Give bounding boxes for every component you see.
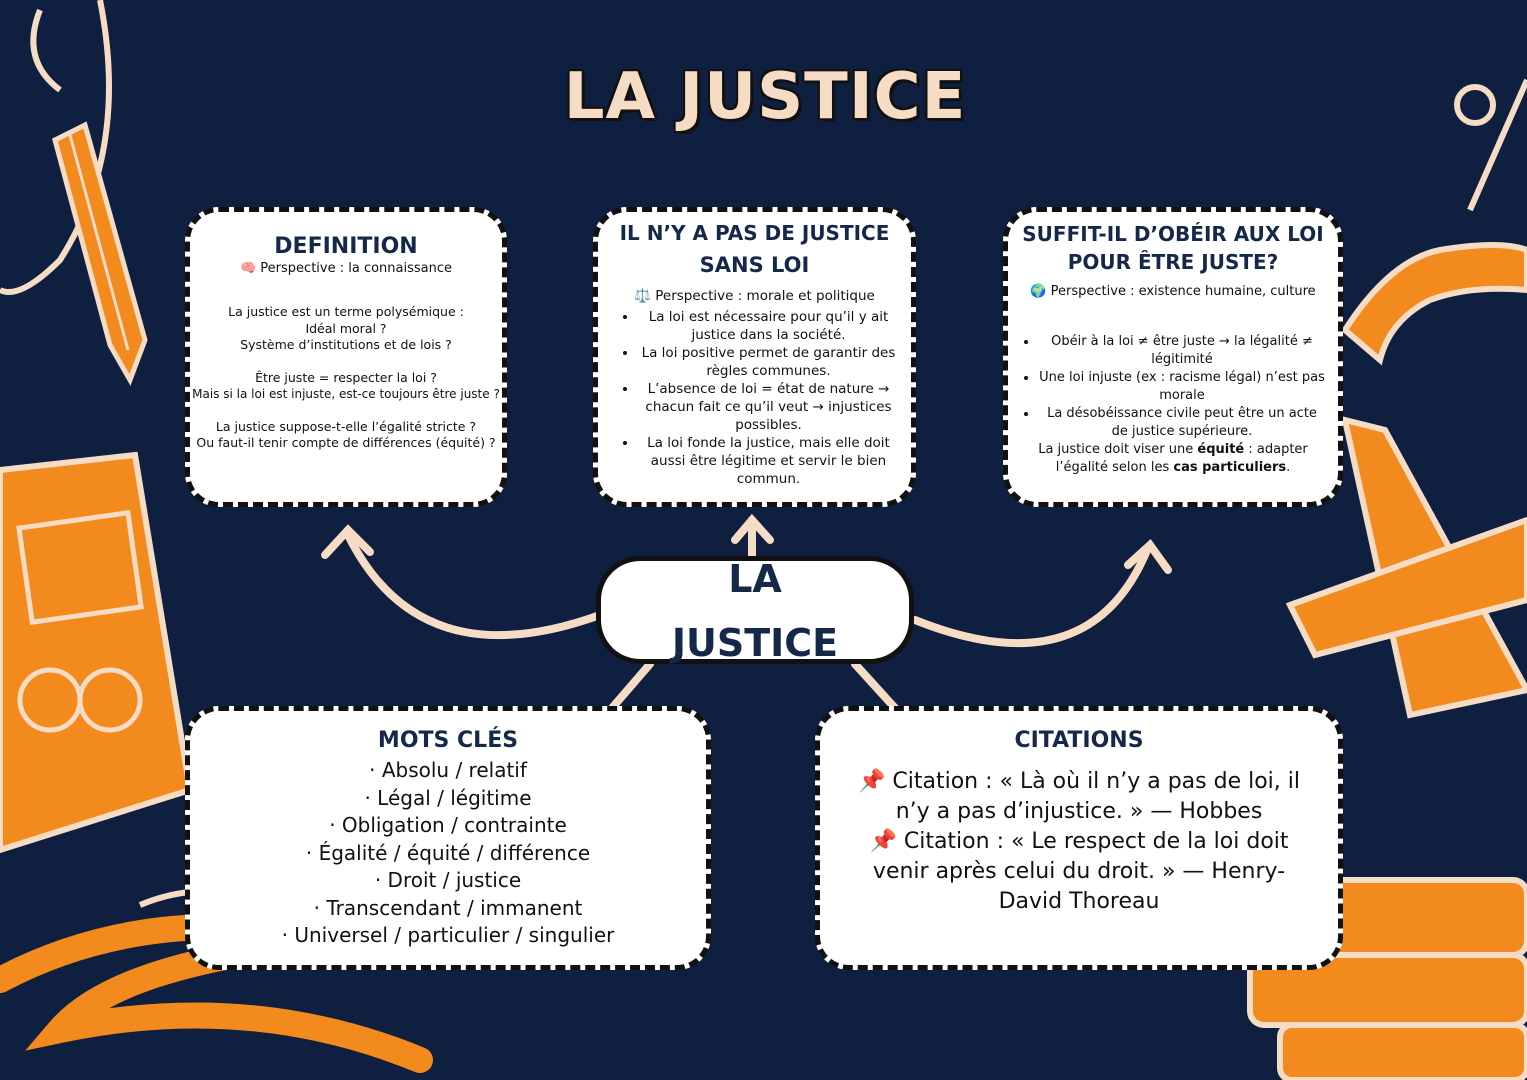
definition-card: DEFINITION 🧠 Perspective : la connaissan… [185,207,507,507]
arrow-to-definition [344,531,604,639]
keyword-item: · Droit / justice [374,868,522,892]
no-justice-perspective: ⚖️ Perspective : morale et politique [634,288,875,304]
arrow-to-obey [911,544,1152,648]
scribble-decor [0,913,433,1073]
central-node: LA JUSTICE [596,556,914,665]
list-item: La loi positive permet de garantir des r… [638,344,899,380]
keyword-item: · Égalité / équité / différence [305,840,591,865]
no-justice-card: IL N’Y A PAS DE JUSTICE SANS LOI ⚖️ Pers… [593,207,916,507]
line-to-keywords [608,660,654,712]
obey-conclusion-cases: cas particuliers [1173,460,1287,475]
definition-line: Idéal moral ? [305,320,387,336]
obey-conclusion-c: : adapter l’égalité selon les [1055,442,1308,475]
keywords-title: MOTS CLÉS [377,728,519,753]
obey-list: Obéir à la loi ≠ être juste → la légalit… [1008,333,1338,441]
keyword-item: · Transcendant / immanent [313,895,583,920]
calculator-icon [0,451,194,854]
definition-line: Être juste = respecter la loi ? [255,369,437,385]
obey-title-2: POUR ÊTRE JUSTE? [1067,250,1279,274]
page-title: LA JUSTICE [563,60,967,134]
definition-perspective: 🧠 Perspective : la connaissance [239,261,453,276]
obey-conclusion-e: . [1286,460,1291,475]
keyword-item: · Obligation / contrainte [329,813,567,837]
obey-conclusion-equity: équité [1197,442,1245,457]
citations-card: CITATIONS 📌 Citation : « Là où il n’y a … [815,706,1343,970]
obey-conclusion-a: La justice doit viser une [1038,442,1198,457]
arrowhead [731,513,774,544]
definition-line: Ou faut-il tenir compte de différences (… [196,435,496,450]
no-justice-list: La loi est nécessaire pour qu’il y ait j… [598,308,911,488]
keywords-card: MOTS CLÉS · Absolu / relatif · Légal / l… [185,706,711,970]
protractor-icon [1341,242,1527,366]
definition-line: Mais si la loi est injuste, est-ce toujo… [192,387,500,401]
obey-perspective: 🌍 Perspective : existence humaine, cultu… [1030,284,1316,299]
definition-line: La justice suppose-t-elle l’égalité stri… [215,418,477,434]
chalk-swirl-decor [30,8,62,93]
list-item: L’absence de loi = état de nature → chac… [638,380,899,434]
definition-spacer [190,354,502,370]
ruler-icon [1285,415,1527,719]
definition-line: La justice est un terme polysémique : [228,304,464,319]
keyword-item: · Légal / légitime [364,785,532,810]
connector-arrows [321,513,1172,712]
central-node-line-1: LA [728,557,782,601]
obey-conclusion: La justice doit viser une équité : adapt… [1008,441,1338,477]
no-justice-title-2: SANS LOI [699,253,810,277]
no-justice-title-1: IL N’Y A PAS DE JUSTICE [619,221,890,245]
citations-title: CITATIONS [1014,728,1144,753]
citation-thoreau: 📌 Citation : « Le respect de la loi doit… [869,829,1289,914]
keyword-item: · Universel / particulier / singulier [281,923,615,947]
central-node-line-2: JUSTICE [671,621,839,665]
arrowhead [1124,539,1172,574]
definition-title: DEFINITION [274,234,418,259]
keyword-item: · Absolu / relatif [369,758,527,782]
list-item: La loi est nécessaire pour qu’il y ait j… [638,308,899,344]
pencil-icon [52,121,148,386]
definition-body: La justice est un terme polysémique : Id… [190,304,502,452]
arrowhead [321,524,374,559]
list-item: Obéir à la loi ≠ être juste → la légalit… [1038,333,1326,369]
definition-line: Système d’institutions et de lois ? [240,337,452,352]
list-item: La loi fonde la justice, mais elle doit … [638,434,899,488]
percent-icon [1454,78,1527,212]
list-item: Une loi injuste (ex : racisme légal) n’e… [1038,369,1326,405]
obey-title-1: SUFFIT-IL D’OBÉIR AUX LOI [1022,222,1324,246]
line-to-citations [851,660,899,712]
list-item: La désobéissance civile peut être un act… [1038,405,1326,441]
obey-law-card: SUFFIT-IL D’OBÉIR AUX LOI POUR ÊTRE JUST… [1003,207,1343,507]
definition-spacer [190,403,502,419]
citation-hobbes: 📌 Citation : « Là où il n’y a pas de loi… [857,769,1301,824]
